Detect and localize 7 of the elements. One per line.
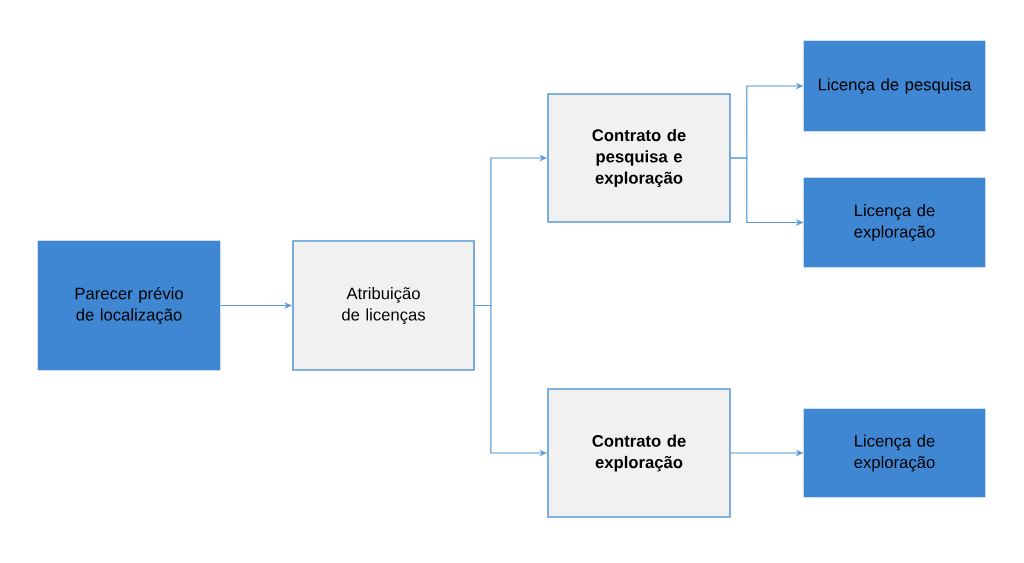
process-box: Licença de exploração xyxy=(803,408,986,498)
process-box: Parecer prévio de localização xyxy=(37,240,221,371)
process-box: Contrato de exploração xyxy=(547,388,731,518)
process-box: Licença de pesquisa xyxy=(803,40,986,132)
process-box: Atribuição de licenças xyxy=(292,240,475,371)
process-box: Contrato de pesquisa e exploração xyxy=(547,93,731,223)
process-box: Licença de exploração xyxy=(803,177,986,268)
